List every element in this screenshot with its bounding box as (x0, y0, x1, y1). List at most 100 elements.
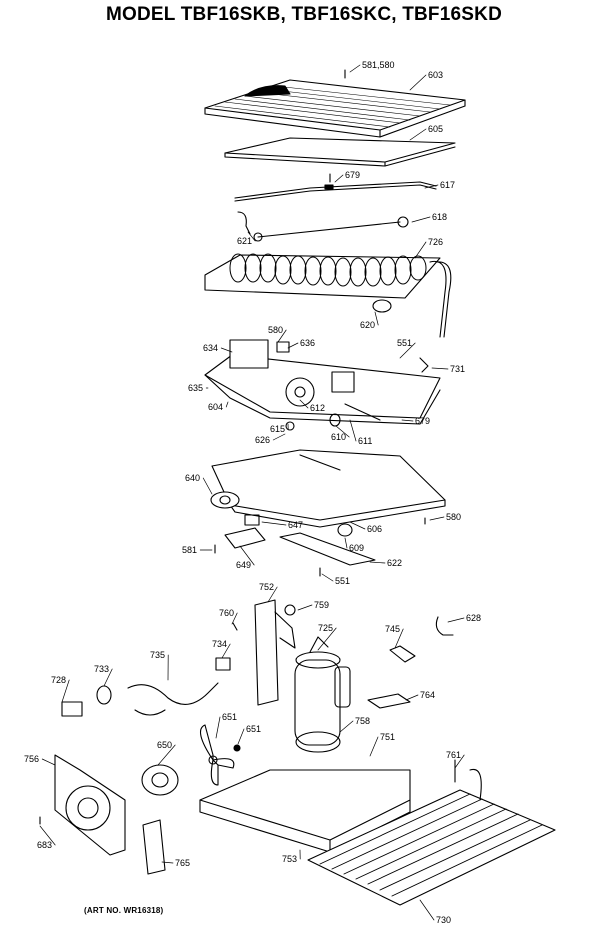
leader-line (409, 128, 427, 141)
part-617-bracket (234, 173, 437, 202)
leader-line (409, 74, 427, 91)
part-label: 580 (268, 325, 283, 335)
art-number: (ART NO. WR16318) (84, 906, 164, 915)
leader-line (454, 754, 465, 769)
part-label: 617 (440, 180, 455, 190)
leader-line (411, 216, 431, 223)
part-label: 728 (51, 675, 66, 685)
leader-line (157, 744, 176, 766)
part-label: 620 (360, 320, 375, 330)
part-label: 733 (94, 664, 109, 674)
leader-line (369, 561, 386, 564)
part-765-bracket (142, 819, 166, 875)
part-label: 651 (222, 712, 237, 722)
part-650-motor (141, 764, 179, 796)
part-label: 730 (436, 915, 451, 925)
part-label: 621 (237, 236, 252, 246)
part-label: 618 (432, 212, 447, 222)
part-603-cover (204, 69, 466, 138)
leader-line (399, 342, 416, 359)
leader-line (247, 231, 256, 242)
leader-line (231, 612, 238, 625)
part-label: 753 (282, 854, 297, 864)
part-label: 752 (259, 582, 274, 592)
part-label: 636 (300, 338, 315, 348)
part-label: 764 (420, 690, 435, 700)
leader-line (447, 617, 465, 623)
part-label: 606 (367, 524, 382, 534)
leader-line (202, 477, 213, 495)
part-label: 580 (446, 512, 461, 522)
part-label: 609 (349, 543, 364, 553)
leader-line (267, 586, 278, 603)
part-label: 735 (150, 650, 165, 660)
leader-line (424, 184, 439, 189)
leader-line (161, 861, 174, 864)
leader-line (221, 643, 231, 659)
leader-line (215, 716, 221, 739)
leader-line (344, 537, 348, 549)
leader-line (374, 311, 379, 326)
part-label: 679 (345, 170, 360, 180)
part-label: 759 (314, 600, 329, 610)
part-756-shroud (39, 754, 126, 856)
leader-line (429, 516, 445, 521)
leader-line (299, 399, 309, 409)
part-label: 640 (185, 473, 200, 483)
part-618-rod (237, 211, 409, 242)
part-label: 635 (188, 383, 203, 393)
part-604-tray (204, 339, 441, 431)
leader-line (261, 521, 287, 526)
part-label: 647 (288, 520, 303, 530)
part-label: 683 (37, 840, 52, 850)
leader-line (334, 174, 344, 183)
leader-line (394, 628, 404, 649)
part-label: 628 (466, 613, 481, 623)
part-label: 758 (355, 716, 370, 726)
part-label: 760 (219, 608, 234, 618)
part-label: 751 (380, 732, 395, 742)
part-752-bracket (232, 599, 296, 706)
part-label: 611 (358, 436, 372, 446)
part-label: 731 (450, 364, 465, 374)
part-label: 612 (310, 403, 325, 413)
part-label: 622 (387, 558, 402, 568)
part-label: 604 (208, 402, 223, 412)
part-label: 551 (397, 338, 412, 348)
leader-line (419, 899, 435, 921)
part-label: 615 (270, 424, 285, 434)
part-label: 765 (175, 858, 190, 868)
part-label: 610 (331, 432, 346, 442)
page-title: MODEL TBF16SKB, TBF16SKC, TBF16SKD (105, 4, 502, 25)
part-label: 756 (24, 754, 39, 764)
part-label: 581,580 (362, 60, 395, 70)
part-label: 651 (246, 724, 261, 734)
part-label: 679 (415, 416, 430, 426)
part-751-base (199, 731, 456, 853)
leader-line (335, 425, 350, 438)
leader-line (349, 419, 357, 442)
part-649-622 (214, 527, 376, 577)
leader-line (349, 521, 366, 530)
leader-line (277, 329, 287, 343)
leader-line (272, 433, 286, 441)
leader-line (401, 419, 414, 422)
small-parts-middle (61, 616, 454, 717)
part-730-condenser (307, 768, 556, 906)
leader-line (220, 347, 233, 353)
part-label: 761 (446, 750, 461, 760)
part-label: 551 (335, 576, 350, 586)
part-label: 726 (428, 237, 443, 247)
leader-line (239, 545, 255, 566)
leader-line (431, 367, 449, 370)
leader-line (405, 694, 419, 701)
leader-line (369, 736, 379, 757)
leader-line (39, 825, 56, 846)
part-651-fan (199, 724, 241, 786)
leader-line (225, 401, 229, 408)
leader-line (349, 64, 361, 73)
part-label: 634 (203, 343, 218, 353)
